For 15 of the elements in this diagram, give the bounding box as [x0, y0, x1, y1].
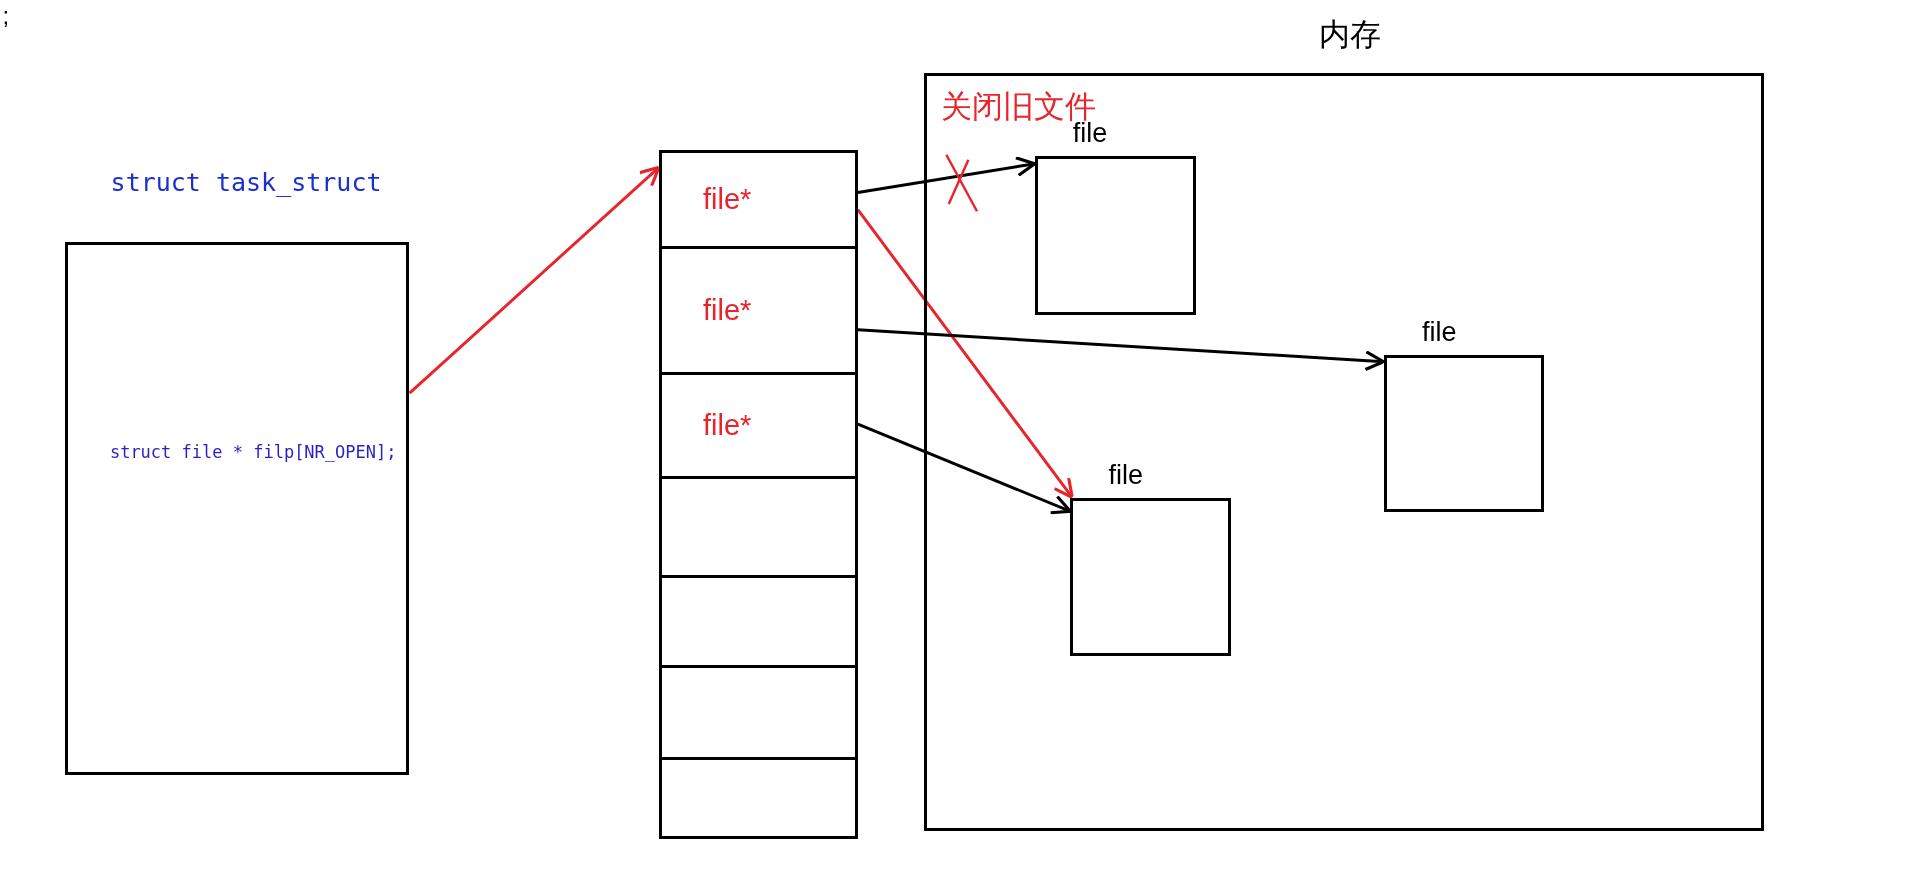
file-heading: file — [1421, 317, 1457, 349]
array-cell: file* — [658, 245, 858, 373]
arrow — [857, 156, 1037, 194]
arrow — [857, 422, 1072, 515]
code-line: struct file * filp[NR_OPEN]; — [109, 441, 397, 462]
semicolon-text: ; — [2, 2, 10, 31]
array-box — [658, 149, 858, 840]
memory-heading: 内存 — [1318, 15, 1381, 54]
code-heading: struct task_struct — [110, 168, 382, 198]
array-cell: file* — [658, 372, 858, 476]
arrow — [856, 208, 1074, 500]
file-heading: file — [1108, 459, 1143, 491]
arrow — [408, 165, 661, 395]
arrow — [857, 328, 1386, 372]
array-cell: file* — [658, 149, 858, 246]
